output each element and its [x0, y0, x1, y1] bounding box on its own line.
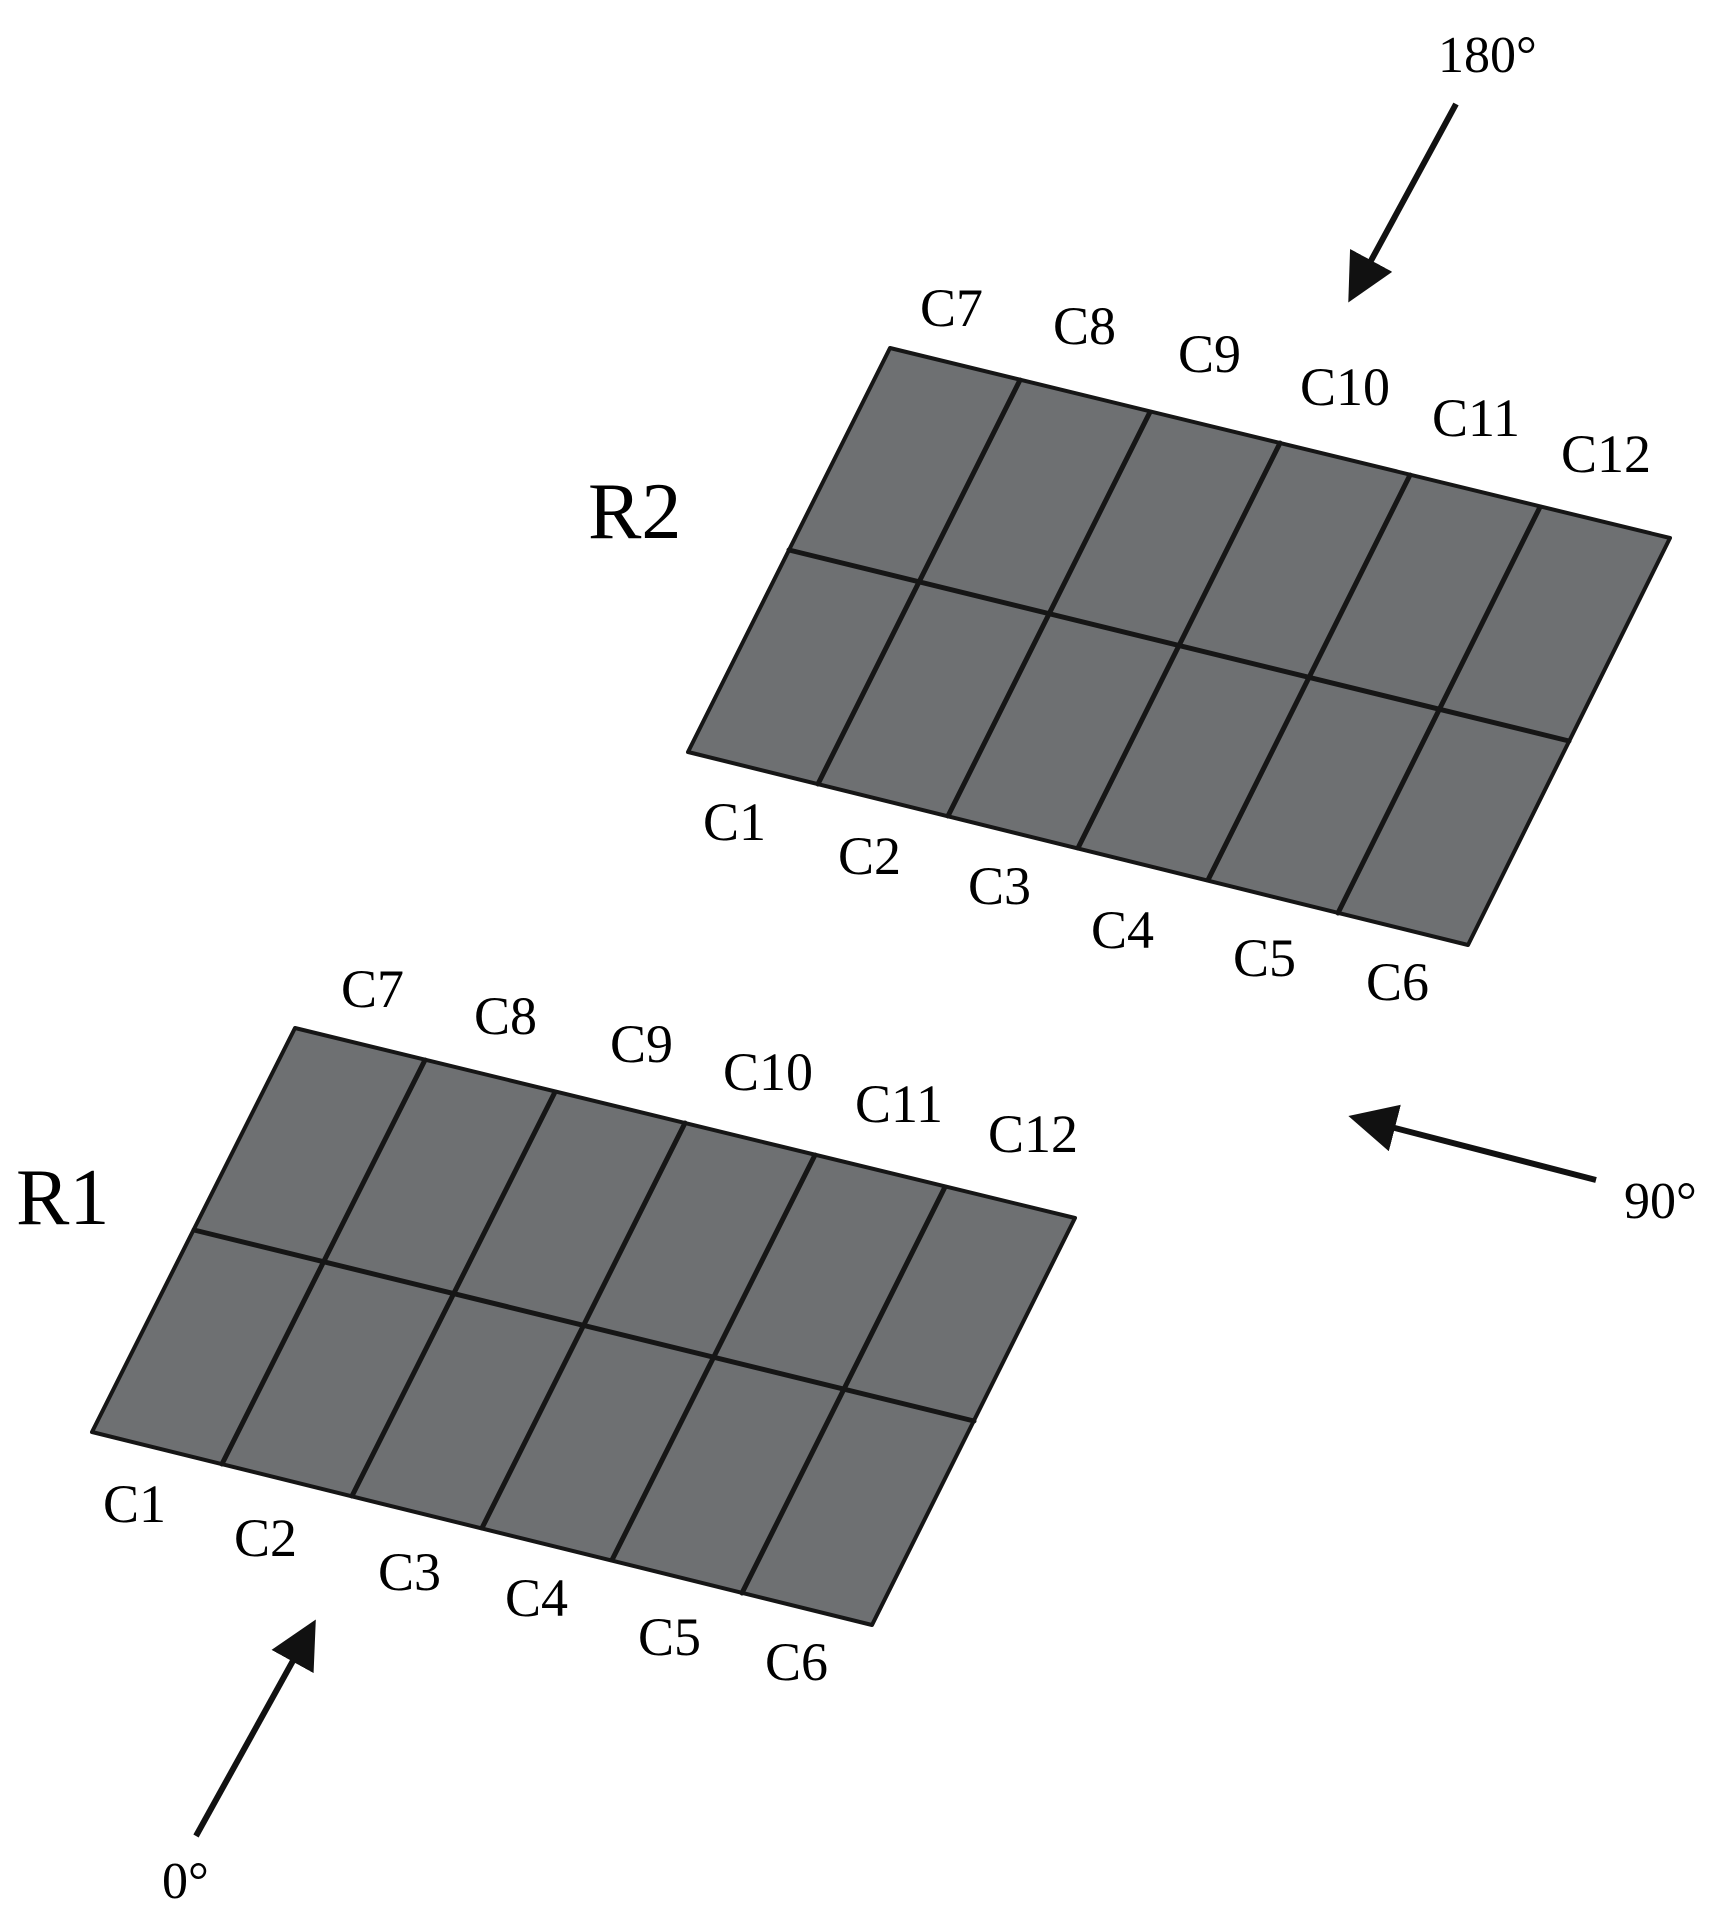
- arrow-icon: [193, 1619, 316, 1838]
- r1-cell-label-c4: C4: [505, 1568, 568, 1628]
- r1-cell-label-c10: C10: [723, 1042, 813, 1102]
- r2-cell-label-c3: C3: [968, 856, 1031, 916]
- r1-cell-label-c6: C6: [765, 1632, 828, 1692]
- r2-cell-label-c4: C4: [1091, 900, 1154, 960]
- array-r2-grid: [786, 377, 1572, 916]
- array-r1-column-divider: [609, 1152, 818, 1563]
- array-r1-column-divider: [219, 1057, 428, 1467]
- angle-label-0: 0°: [162, 1853, 209, 1910]
- array-r1-column-divider: [739, 1184, 948, 1596]
- arrow-icon: [1348, 102, 1459, 303]
- angle-label-90: 90°: [1624, 1173, 1697, 1230]
- r2-cell-label-c12: C12: [1561, 424, 1651, 484]
- wind-direction-90: 90°: [1348, 1104, 1697, 1230]
- r1-cell-label-c12: C12: [988, 1104, 1078, 1164]
- r2-cell-label-c9: C9: [1178, 324, 1241, 384]
- r2-cell-label-c8: C8: [1053, 296, 1116, 356]
- array-r2-column-divider: [815, 377, 1023, 787]
- r1-cell-label-c9: C9: [610, 1014, 673, 1074]
- array-r1-column-divider: [479, 1120, 688, 1531]
- r2-cell-label-c5: C5: [1233, 928, 1296, 988]
- array-r1-column-divider: [349, 1089, 558, 1499]
- array-r1: [90, 1026, 1077, 1627]
- r1-cell-label-c11: C11: [855, 1074, 943, 1134]
- r2-cell-label-c11: C11: [1432, 388, 1520, 448]
- row-label-r1: R1: [16, 1154, 109, 1242]
- r1-cell-label-c5: C5: [638, 1607, 701, 1667]
- r1-cell-label-c7: C7: [341, 959, 404, 1019]
- array-r2-column-divider: [1335, 504, 1543, 916]
- r1-cell-label-c1: C1: [103, 1474, 166, 1534]
- array-r2-column-divider: [945, 409, 1153, 819]
- row-label-r2: R2: [588, 468, 681, 556]
- array-r2-column-divider: [1205, 472, 1413, 883]
- r2-cell-label-c10: C10: [1300, 357, 1390, 417]
- r2-cell-label-c6: C6: [1366, 952, 1429, 1012]
- angle-label-180: 180°: [1438, 27, 1537, 84]
- array-r2-column-divider: [1075, 440, 1283, 851]
- wind-direction-180: 180°: [1348, 27, 1537, 303]
- r2-cell-label-c7: C7: [920, 278, 983, 338]
- wind-direction-0: 0°: [162, 1619, 316, 1910]
- r1-cell-label-c2: C2: [234, 1508, 297, 1568]
- array-r2: [686, 346, 1672, 947]
- array-r1-grid: [191, 1057, 977, 1596]
- r2-cell-label-c2: C2: [838, 826, 901, 886]
- arrow-icon: [1348, 1104, 1597, 1183]
- r2-cell-label-c1: C1: [703, 792, 766, 852]
- r1-cell-label-c3: C3: [378, 1542, 441, 1602]
- r1-cell-label-c8: C8: [474, 986, 537, 1046]
